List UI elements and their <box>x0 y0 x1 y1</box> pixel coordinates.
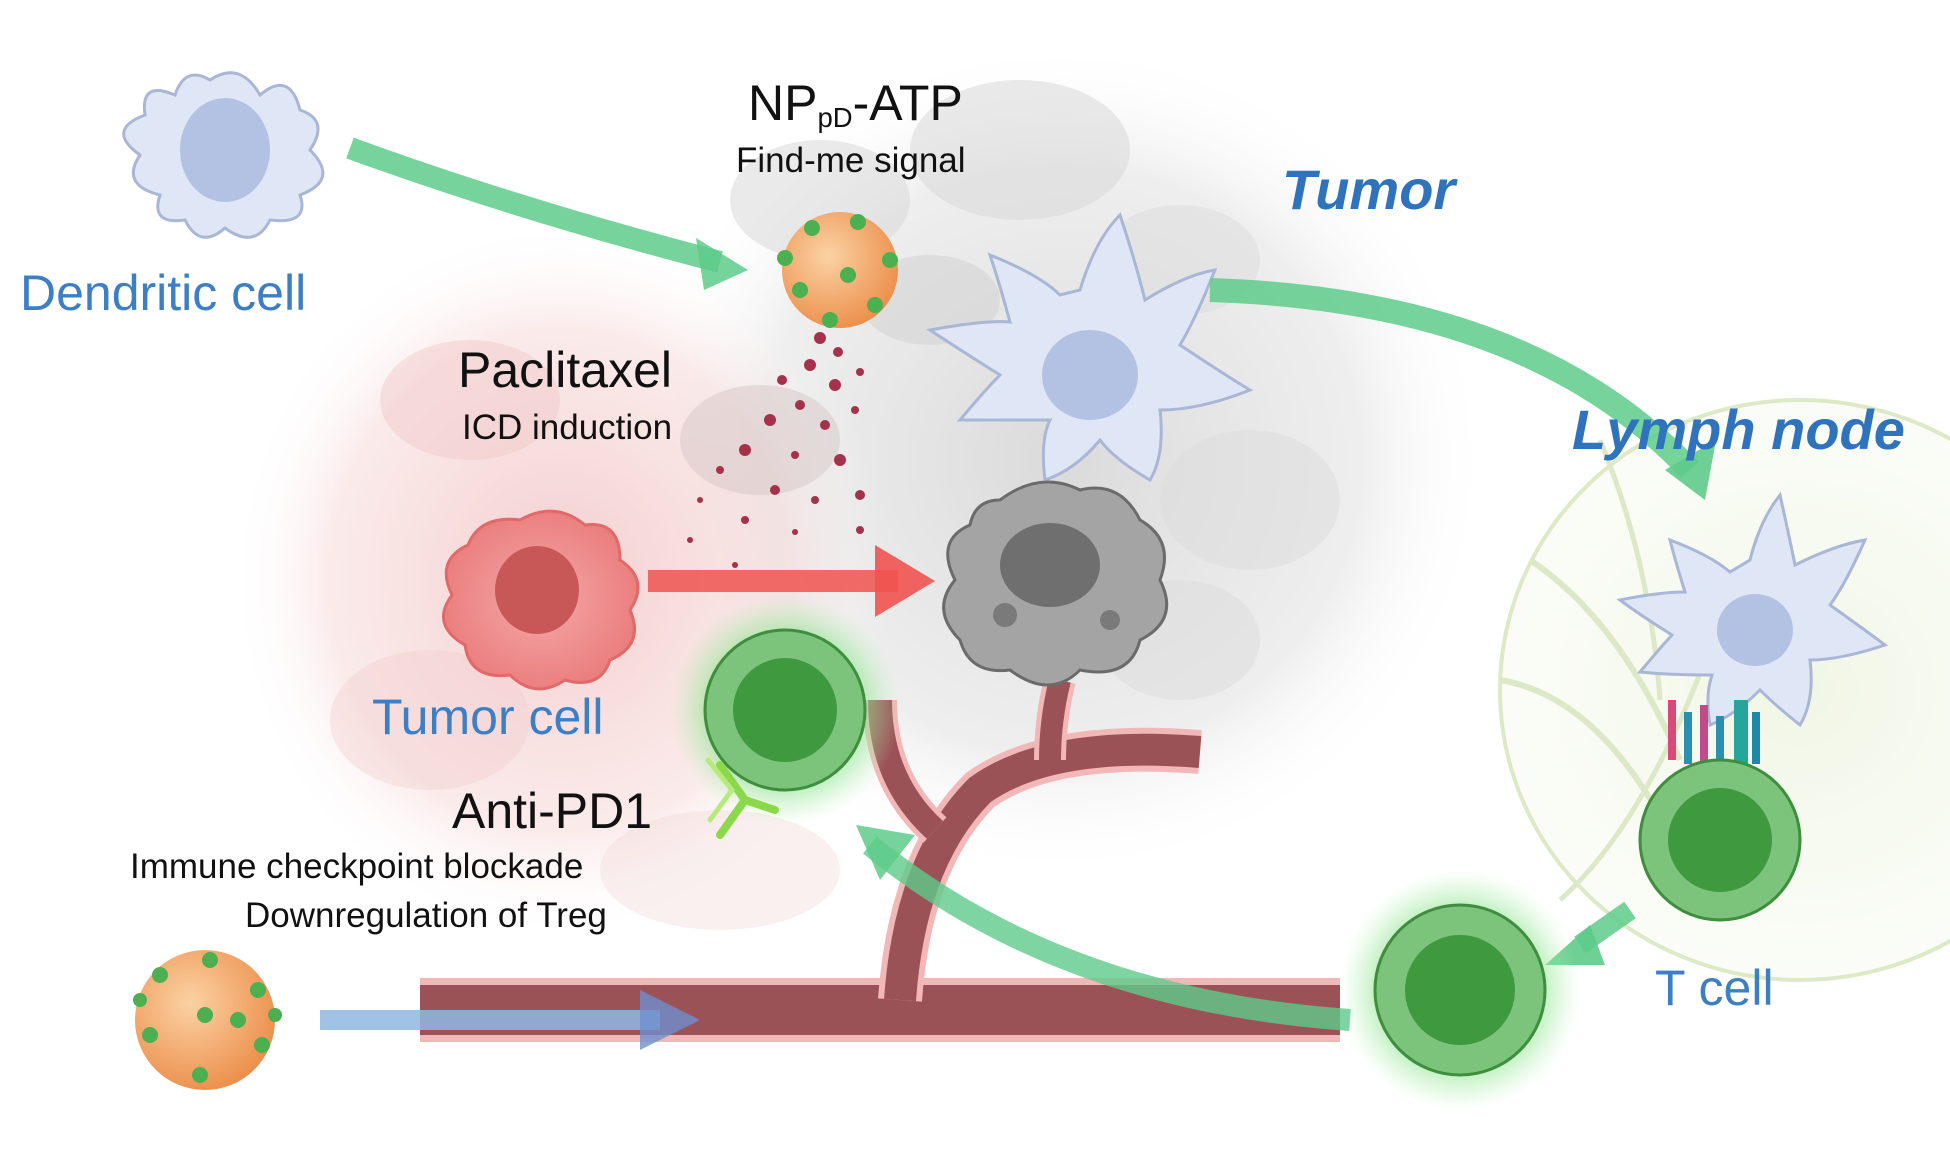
red-arrow-shaft <box>648 570 898 592</box>
find-me-signal-label: Find-me signal <box>736 141 966 180</box>
blue-arrowhead <box>640 990 700 1050</box>
nanoparticle-icon <box>777 212 898 328</box>
dendritic-cell-icon <box>1616 491 1889 728</box>
t-cell-label: T cell <box>1655 960 1774 1016</box>
dying-tumor-cell-icon <box>942 480 1169 687</box>
paclitaxel-label: Paclitaxel <box>458 342 672 398</box>
green-arrowhead <box>1665 440 1716 500</box>
np-subscript: pD <box>817 101 853 133</box>
dendritic-cell-label: Dendritic cell <box>20 265 307 321</box>
tumor-cell-icon <box>442 509 640 691</box>
red-arrowhead <box>875 545 935 617</box>
tumor-label: Tumor <box>1282 158 1456 221</box>
t-cell-icon <box>670 595 900 825</box>
t-cell-icon <box>1638 758 1802 922</box>
anti-pd1-label: Anti-PD1 <box>452 783 653 839</box>
green-arrow-t-cell-infiltration <box>863 836 1351 1031</box>
np-atp-label: NPpD-ATP <box>748 78 963 131</box>
tumor-cell-label: Tumor cell <box>372 689 604 745</box>
green-arrow-dc-to-np <box>346 137 723 273</box>
np-main: NP <box>748 75 818 131</box>
green-arrow-to-lymph-node <box>1209 278 1699 479</box>
lymph-node-label: Lymph node <box>1572 398 1905 461</box>
t-cell-icon <box>1340 870 1580 1110</box>
dendritic-cell-icon <box>122 71 325 239</box>
np-rest: -ATP <box>852 75 963 131</box>
checkpoint-blockade-label: Immune checkpoint blockade <box>130 847 584 886</box>
dendritic-cell-icon <box>926 212 1254 483</box>
green-arrowhead <box>856 825 915 880</box>
blue-arrow-shaft <box>320 1010 660 1030</box>
receptor-complex-icon <box>1668 700 1760 770</box>
nanoparticle-icon <box>133 950 282 1090</box>
antibody-icon <box>705 757 779 839</box>
green-arrowhead <box>696 238 748 290</box>
treg-downregulation-label: Downregulation of Treg <box>245 896 607 935</box>
icd-induction-label: ICD induction <box>462 408 673 447</box>
paclitaxel-particles <box>687 332 865 568</box>
